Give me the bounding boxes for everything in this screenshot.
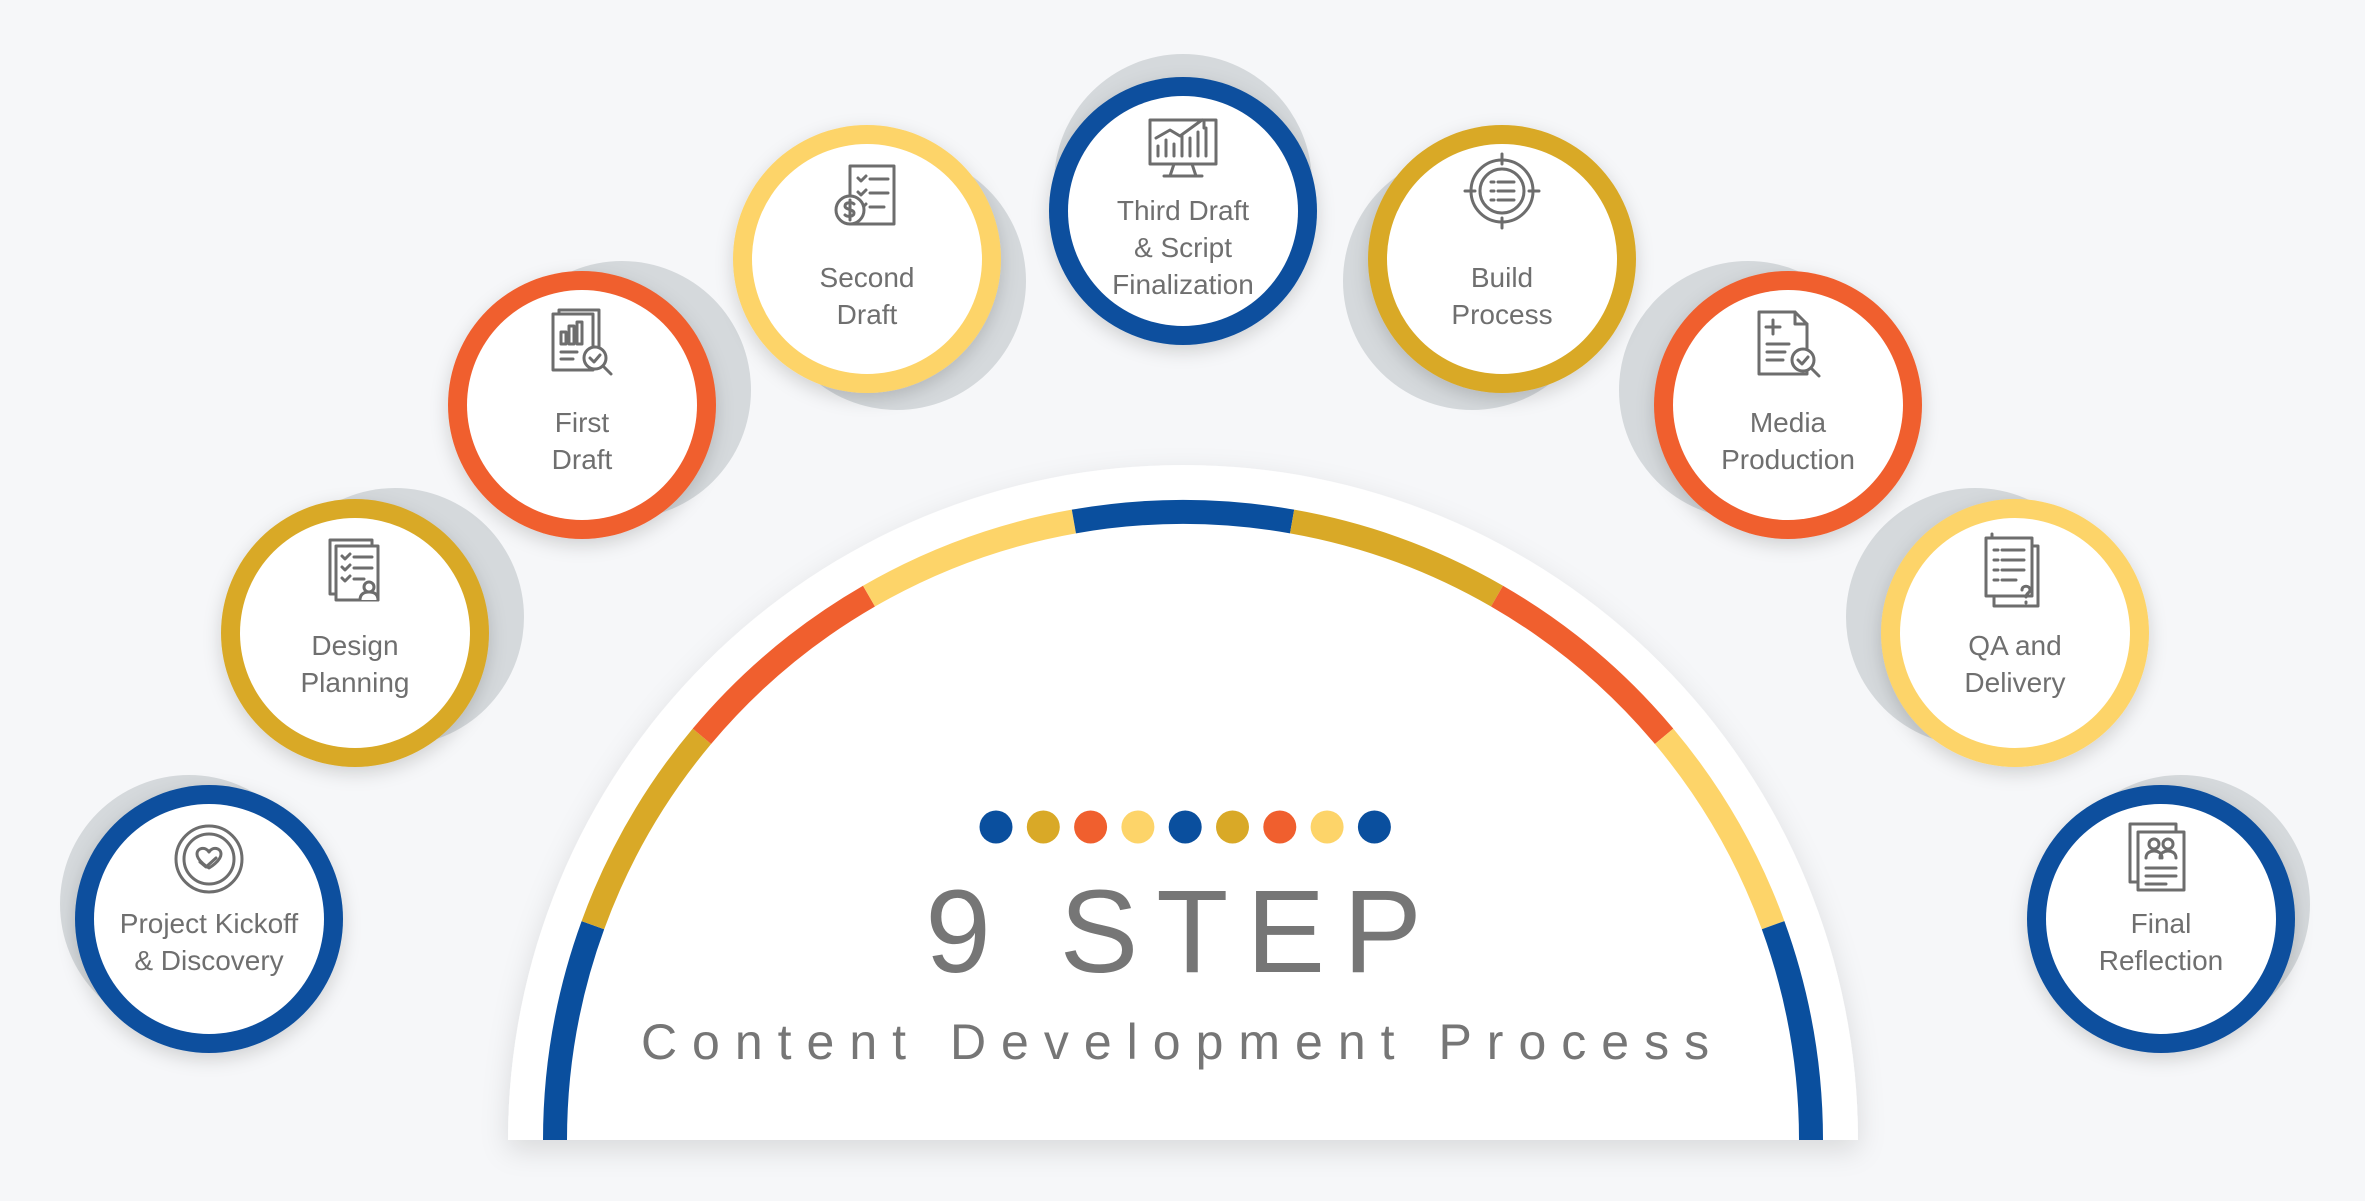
step-face	[1673, 290, 1903, 520]
step-circle	[1654, 271, 1922, 539]
step-label: Design Planning	[300, 630, 410, 698]
arch-segment	[1290, 509, 1503, 607]
subtitle: Content Development Process	[640, 1014, 1725, 1070]
step-circle	[2027, 785, 2295, 1053]
report-magnifier-icon	[543, 306, 621, 384]
document-question-icon	[1976, 532, 2054, 610]
step-face	[1068, 96, 1298, 326]
step-circle	[1881, 499, 2149, 767]
color-dot	[1357, 810, 1391, 844]
step-label: Media Production	[1721, 407, 1855, 475]
headline: 9 STEP	[925, 866, 1440, 998]
step-circles	[75, 77, 2295, 1053]
color-dot	[1263, 810, 1297, 844]
target-list-icon	[1463, 152, 1541, 230]
heart-handshake-icon	[170, 820, 248, 898]
arch-segment	[863, 509, 1076, 607]
step-face	[240, 518, 470, 748]
people-document-icon	[2122, 820, 2200, 898]
step-label: Third Draft & Script Finalization	[1112, 195, 1254, 300]
color-dot	[1121, 810, 1155, 844]
checklist-person-icon	[316, 532, 394, 610]
step-circle	[448, 271, 716, 539]
color-dot	[1216, 810, 1249, 844]
color-dot	[1026, 810, 1060, 844]
arch-background	[508, 465, 1858, 1140]
step-label: Final Reflection	[2098, 908, 2224, 976]
step-circle	[221, 499, 489, 767]
step-face	[752, 144, 982, 374]
step-face	[467, 290, 697, 520]
central-arch	[508, 465, 1858, 1141]
invoice-dollar-icon	[828, 160, 906, 238]
step-face	[1900, 518, 2130, 748]
step-face	[1387, 144, 1617, 374]
color-dot	[1074, 810, 1108, 844]
step-circle	[1368, 125, 1636, 393]
color-dot-row	[979, 810, 1391, 844]
step-circle	[733, 125, 1001, 393]
monitor-chart-icon	[1144, 108, 1222, 186]
arch-segment	[1071, 500, 1295, 534]
arch-segment	[543, 921, 605, 1141]
arch-segment	[1761, 921, 1823, 1141]
step-circle	[1049, 77, 1317, 345]
step-circle	[75, 785, 343, 1053]
step-face	[94, 804, 324, 1034]
arch-segment	[1490, 585, 1674, 745]
color-dot	[979, 810, 1013, 844]
color-dot	[1310, 810, 1344, 844]
document-check-icon	[1749, 306, 1827, 384]
step-label: Build Process	[1451, 262, 1553, 330]
step-label: QA and Delivery	[1964, 630, 2066, 698]
color-dot	[1168, 810, 1202, 844]
step-label: First Draft	[551, 407, 613, 475]
step-label: Project Kickoff & Discovery	[119, 908, 299, 976]
arch-segment	[1654, 728, 1785, 930]
arch-segment	[692, 585, 876, 745]
step-face	[2046, 804, 2276, 1034]
arch-segment	[581, 728, 712, 930]
step-label: Second Draft	[819, 262, 915, 330]
